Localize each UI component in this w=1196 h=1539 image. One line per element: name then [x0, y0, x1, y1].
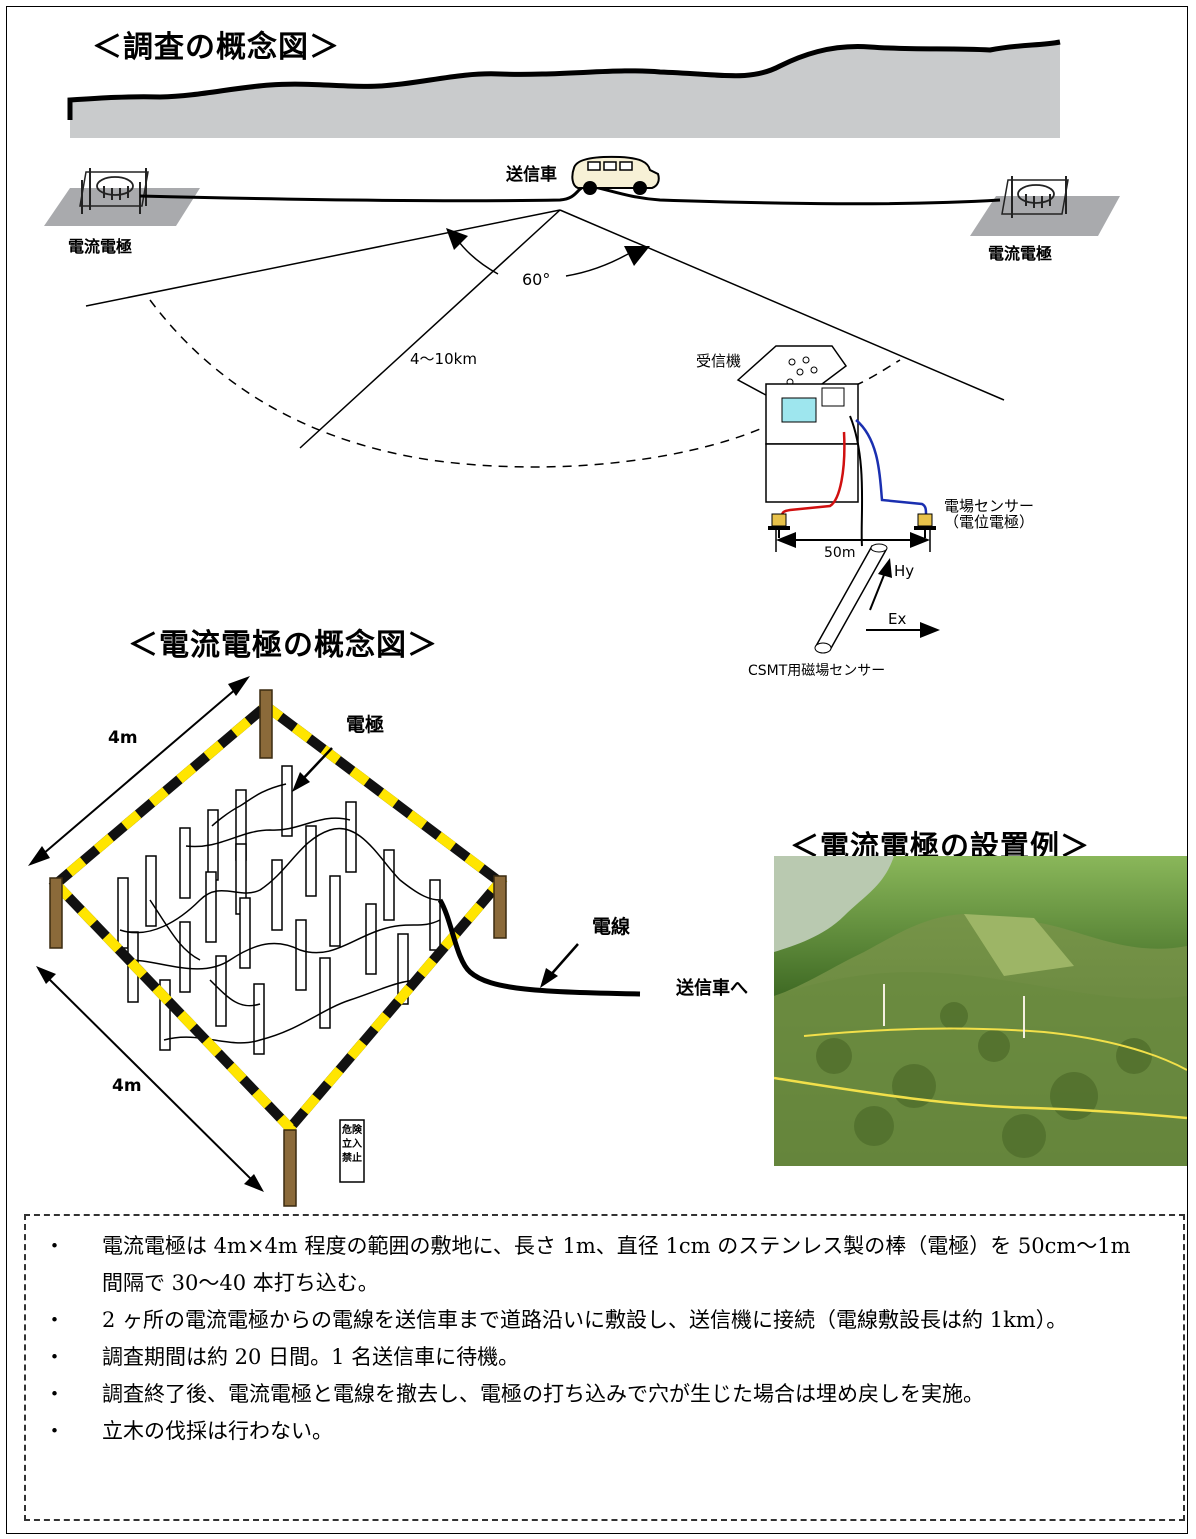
field-sensor-label-line2: （電位電極）: [944, 513, 1035, 531]
angle-arrowhead-left: [446, 228, 468, 250]
angle-label: 60°: [522, 270, 551, 289]
installation-photo: [774, 856, 1187, 1166]
hy-label: Hy: [894, 562, 915, 580]
spacing-label: 50m: [824, 545, 856, 561]
blue-cable: [855, 419, 928, 515]
figure-frame: [6, 6, 1188, 1534]
note-item: 調査期間は約 20 日間。1 名送信車に待機。: [44, 1339, 1155, 1376]
notes-list: 電流電極は 4m×4m 程度の範囲の敷地に、長さ 1m、直径 1cm のステンレ…: [44, 1228, 1155, 1450]
electrode-wires: [119, 783, 441, 1044]
side-length-top-label: 4m: [108, 728, 138, 748]
note-item: 調査終了後、電流電極と電線を撤去し、電極の打ち込みで穴が生じた場合は埋め戻しを実…: [44, 1376, 1155, 1413]
survey-cable: [139, 184, 1001, 206]
hy-arrow: [869, 569, 887, 611]
note-item: 立木の伐採は行わない。: [44, 1413, 1155, 1450]
electrode-label: 電極: [346, 714, 385, 736]
corner-posts: [49, 689, 507, 1207]
mountain-silhouette: [70, 42, 1060, 138]
range-arc: [149, 299, 781, 468]
transmitter-vehicle-label: 送信車: [506, 165, 557, 185]
angle-arrow-left: [455, 237, 499, 275]
survey-diagram-title: ＜調査の概念図＞: [92, 30, 340, 65]
wire-label: 電線: [592, 916, 631, 938]
to-vehicle-label: 送信車へ: [676, 978, 748, 999]
angle-arrowhead-right: [624, 246, 650, 266]
field-sensor-right-icon: [914, 513, 936, 538]
angle-arrow-right: [565, 253, 629, 277]
wire-pointer: [547, 943, 579, 979]
electrode-rods: [117, 765, 441, 1055]
fan-line-left: [85, 209, 561, 307]
magnetic-sensor-label: CSMT用磁場センサー: [748, 663, 886, 679]
note-item: 2 ヶ所の電流電極からの電線を送信車まで道路沿いに敷設し、送信機に接続（電線敷設…: [44, 1302, 1155, 1339]
fan-line-right: [559, 209, 1005, 401]
ex-label: Ex: [888, 610, 907, 628]
field-sensor-left-icon: [768, 513, 790, 538]
electrode-diagram-title: ＜電流電極の概念図＞: [128, 628, 438, 663]
sensor-cable: [849, 415, 864, 547]
transmitter-vehicle-icon: [571, 155, 660, 195]
receiver-icon: [736, 345, 859, 503]
output-wire: [437, 898, 641, 997]
danger-sign-label: 危険 立入 禁止: [342, 1125, 362, 1164]
receiver-label: 受信機: [696, 352, 742, 370]
fan-line-middle: [299, 209, 561, 449]
dim-arrow-top: [35, 681, 245, 861]
field-sensor-label-line1: 電場センサー: [944, 497, 1035, 515]
right-electrode-icon: [970, 176, 1120, 236]
electrode-pointer: [299, 747, 333, 783]
red-cable: [780, 431, 846, 517]
dim-arrow-bottom: [41, 971, 259, 1187]
current-electrode-left-label: 電流電極: [68, 237, 133, 256]
side-length-bottom-label: 4m: [112, 1076, 142, 1096]
current-electrode-right-label: 電流電極: [988, 244, 1053, 263]
magnetic-sensor-icon: [814, 543, 888, 654]
field-sensor-label: 電場センサー （電位電極）: [944, 498, 1034, 530]
danger-sign-board: [339, 1119, 365, 1183]
note-item: 電流電極は 4m×4m 程度の範囲の敷地に、長さ 1m、直径 1cm のステンレ…: [44, 1228, 1155, 1302]
mountain-ridge-line: [67, 39, 1061, 120]
notes-box: 電流電極は 4m×4m 程度の範囲の敷地に、長さ 1m、直径 1cm のステンレ…: [24, 1214, 1185, 1521]
distance-label: 4〜10km: [410, 350, 477, 368]
barrier-tape: [48, 699, 508, 1136]
